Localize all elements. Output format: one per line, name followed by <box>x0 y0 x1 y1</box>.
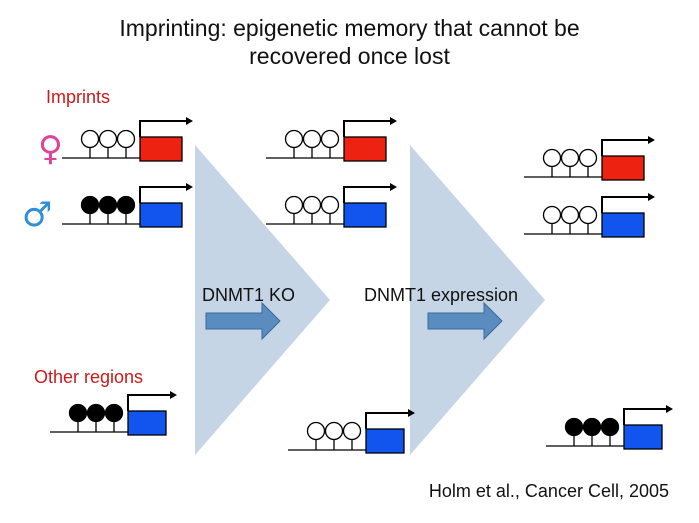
locus-after-dnmt1-ko-other-region <box>288 409 415 454</box>
unmethylated-cpg <box>116 129 136 149</box>
locus-after-dnmt1-ko-maternal-imprint <box>266 117 397 162</box>
unmethylated-cpg <box>578 148 598 168</box>
unmethylated-cpg <box>578 205 598 225</box>
transcription-arrow <box>365 412 408 429</box>
unmethylated-cpg <box>324 421 344 441</box>
transcription-arrowhead <box>408 409 415 417</box>
paternal-gene-box <box>343 202 387 228</box>
unmethylated-cpg <box>320 195 340 215</box>
locus-initial-other-region <box>50 391 177 436</box>
locus-after-dnmt1-expression-other-region <box>546 405 673 450</box>
panel-2-chevron <box>410 145 545 455</box>
transcription-arrow <box>343 186 390 203</box>
methylated-cpg <box>86 403 106 423</box>
paternal-gene-box <box>139 202 183 228</box>
maternal-gene-box <box>343 136 387 162</box>
maternal-gene-box <box>601 155 645 181</box>
unmethylated-cpg <box>542 205 562 225</box>
unmethylated-cpg <box>284 195 304 215</box>
unmethylated-cpg <box>560 148 580 168</box>
locus-after-dnmt1-expression-paternal-imprint <box>524 193 655 238</box>
imprints-label: Imprints <box>46 87 111 107</box>
citation: Holm et al., Cancer Cell, 2005 <box>428 481 669 501</box>
methylated-cpg <box>600 417 620 437</box>
methylated-cpg <box>582 417 602 437</box>
unmethylated-cpg <box>542 148 562 168</box>
transcription-arrow <box>601 139 648 156</box>
methylated-cpg <box>104 403 124 423</box>
transcription-arrow <box>139 186 186 203</box>
transcription-arrowhead <box>186 117 193 125</box>
transcription-arrow <box>601 196 648 213</box>
panel-1-chevron <box>195 145 330 455</box>
step-1-label: DNMT1 KO <box>202 285 296 305</box>
step-2-label: DNMT1 expression <box>364 285 519 305</box>
female-symbol-icon: ♀ <box>38 129 63 169</box>
unmethylated-cpg <box>80 129 100 149</box>
transcription-arrow <box>139 120 186 137</box>
methylated-cpg <box>116 195 136 215</box>
methylated-cpg <box>98 195 118 215</box>
transcription-arrow <box>127 394 170 411</box>
step-arrow-2 <box>427 301 503 341</box>
title-line-2: recovered once lost <box>249 43 450 69</box>
other-regions-label: Other regions <box>34 367 144 387</box>
unmethylated-cpg <box>302 129 322 149</box>
transcription-arrowhead <box>648 193 655 201</box>
transcription-arrowhead <box>390 117 397 125</box>
transcription-arrowhead <box>390 183 397 191</box>
locus-initial-paternal-imprint <box>62 183 193 228</box>
paternal-gene-box <box>601 212 645 238</box>
paternal-gene-box <box>623 424 663 450</box>
transcription-arrowhead <box>666 405 673 413</box>
transcription-arrow <box>343 120 390 137</box>
unmethylated-cpg <box>306 421 326 441</box>
paternal-gene-box <box>127 410 167 436</box>
diagram-title: Imprinting: epigenetic memory that canno… <box>0 14 699 70</box>
unmethylated-cpg <box>98 129 118 149</box>
unmethylated-cpg <box>560 205 580 225</box>
locus-after-dnmt1-expression-maternal-imprint <box>524 136 655 181</box>
methylated-cpg <box>564 417 584 437</box>
unmethylated-cpg <box>284 129 304 149</box>
transcription-arrowhead <box>170 391 177 399</box>
loci-group <box>50 117 673 454</box>
locus-after-dnmt1-ko-paternal-imprint <box>266 183 397 228</box>
transcription-arrow <box>623 408 666 425</box>
unmethylated-cpg <box>320 129 340 149</box>
unmethylated-cpg <box>342 421 362 441</box>
male-symbol-icon: ♂ <box>22 195 52 235</box>
transcription-arrowhead <box>648 136 655 144</box>
methylated-cpg <box>80 195 100 215</box>
transcription-arrowhead <box>186 183 193 191</box>
unmethylated-cpg <box>302 195 322 215</box>
locus-initial-maternal-imprint <box>62 117 193 162</box>
maternal-gene-box <box>139 136 183 162</box>
step-arrow-1 <box>205 301 281 341</box>
title-line-1: Imprinting: epigenetic memory that canno… <box>119 15 580 41</box>
methylated-cpg <box>68 403 88 423</box>
paternal-gene-box <box>365 428 405 454</box>
